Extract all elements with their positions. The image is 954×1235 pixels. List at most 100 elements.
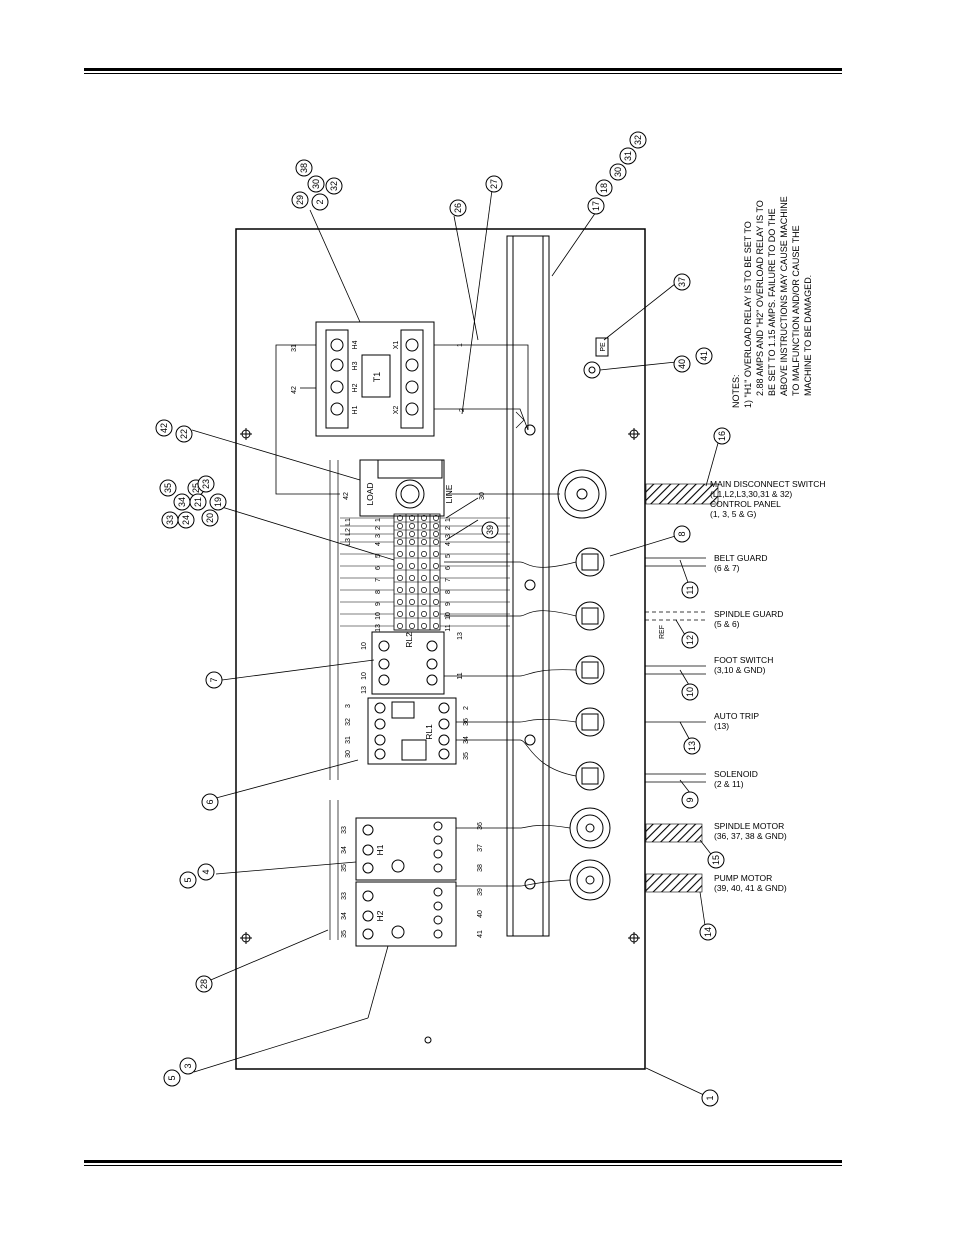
terminal-screw [409,563,415,569]
callout-42: 42 [155,419,173,437]
callout-number: 4 [201,869,211,874]
callout-number: 16 [717,431,727,441]
callout-12: 12 [681,631,699,649]
terminal-left-wire-number: 1 [375,518,382,522]
terminal-screw [421,551,427,557]
cable-guards [645,557,706,783]
breaker-load-label: LOAD [365,482,375,505]
callout-bubbles: 1535467891011121314151617183031323534332… [155,131,731,1107]
terminal-right-wire-number: 2 [445,526,452,530]
circuit-breaker [359,459,445,517]
terminal-screw [397,611,403,617]
callout-4: 4 [197,863,215,881]
callout-number: 24 [181,515,191,525]
terminal-screw [433,515,439,521]
callout-22: 22 [175,425,193,443]
terminal-screw [433,611,439,617]
footer-rule [84,1160,842,1163]
notes-line-1: 1) "H1" OVERLOAD RELAY IS TO BE SET TO [743,221,753,408]
callout-number: 40 [677,359,687,369]
terminal-right-wire-number: 3 [445,534,452,538]
callout-5: 5 [179,871,197,889]
terminal-screw [409,515,415,521]
h2-right-wire-number: 40 [477,910,484,918]
h1-left-wire-number: 33 [341,826,348,834]
transformer-terminal-h2: H2 [352,383,359,392]
callout-number: 32 [633,135,643,145]
callout-38: 38 [295,159,313,177]
notes-heading: NOTES: [731,374,741,408]
callout-10: 10 [681,683,699,701]
callout-number: 2 [315,199,325,204]
auto-trip-label: AUTO TRIP [714,711,759,721]
callout-18: 18 [595,179,613,197]
callout-number: 3 [183,1063,193,1068]
callout-39: 39 [481,521,499,539]
terminal-right-wire-number: 1 [445,518,452,522]
wire-1-label: 1 [457,343,464,347]
relay-rl1 [367,697,457,765]
footer-rule-thin [84,1165,842,1166]
main-disconnect-label: MAIN DISCONNECT SWITCH [710,479,826,489]
callout-number: 33 [165,515,175,525]
callout-7: 7 [205,671,223,689]
terminal-left-wire-number: 6 [375,566,382,570]
callout-number: 35 [163,483,173,493]
callout-number: 5 [167,1075,177,1080]
rl2-right-wire-number: 13 [457,632,464,640]
terminal-screw [421,539,427,545]
wire-30-label: 30 [479,492,486,500]
line-l3-label: L3 [345,538,352,546]
h1-right-wire-number: 38 [477,864,484,872]
wire-31-label: 31 [291,344,298,352]
wire-duct [506,235,550,937]
relay-rl1-label: RL1 [424,724,434,740]
transformer-terminal-x1: X1 [393,341,400,350]
terminal-screw [397,523,403,529]
callout-41: 41 [695,347,713,365]
panel-wiring [329,411,577,940]
pump-motor-label: PUMP MOTOR [714,873,772,883]
callout-3: 3 [179,1057,197,1075]
transformer-t1 [315,321,435,437]
rl2-left-wire-number: 13 [361,686,368,694]
terminal-screw [409,539,415,545]
terminal-screw [397,531,403,537]
h1-left-wire-number: 34 [341,846,348,854]
terminal-screw [421,575,427,581]
spindle-motor-label: SPINDLE MOTOR [714,821,784,831]
callout-40: 40 [673,355,691,373]
pe-label: PE [600,342,607,352]
callout-23: 23 [197,475,215,493]
h2-left-wire-number: 33 [341,892,348,900]
callout-number: 5 [183,877,193,882]
callout-number: 39 [485,525,495,535]
terminal-screw [421,587,427,593]
cable-16 [645,483,719,505]
leader-lines [191,189,721,1097]
relay-rl2 [371,631,445,695]
terminal-screw [421,563,427,569]
terminal-right-wire-number: 7 [445,578,452,582]
rl1-left-wire-number: 31 [345,736,352,744]
callout-number: 14 [703,927,713,937]
callout-15: 15 [707,851,725,869]
callout-number: 37 [677,277,687,287]
terminal-left-wire-number: 5 [375,554,382,558]
h2-left-wire-number: 34 [341,912,348,920]
terminal-left-wire-number: 10 [375,612,382,620]
callout-number: 18 [599,183,609,193]
callout-30: 30 [307,175,325,193]
callout-13: 13 [683,737,701,755]
callout-33: 33 [161,511,179,529]
terminal-screw [397,551,403,557]
header-rule-thin [84,73,842,74]
overload-h1-label: H1 [375,844,385,855]
callout-number: 30 [311,179,321,189]
terminal-screw [409,623,415,629]
header-rule [84,68,842,71]
callout-number: 32 [329,181,339,191]
callout-8: 8 [673,525,691,543]
connection-labels: MAIN DISCONNECT SWITCH(L1,L2,L3,30,31 & … [710,479,826,893]
